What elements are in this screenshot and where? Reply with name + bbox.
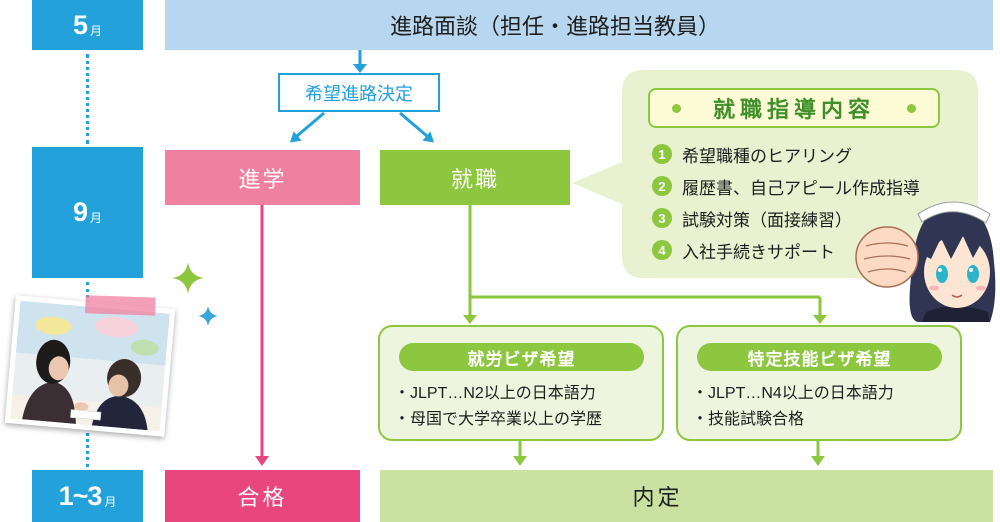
arrow-decision-to-study bbox=[296, 111, 325, 138]
guidance-item-text: 履歴書、自己アピール作成指導 bbox=[682, 178, 920, 198]
timeline-may: 5 月 bbox=[32, 0, 143, 50]
requirement-item: ・技能試験合格 bbox=[692, 411, 805, 428]
month-number: 5 bbox=[72, 9, 88, 40]
person-body bbox=[91, 395, 148, 431]
sparkle-blue-icon bbox=[198, 306, 218, 326]
career-decision-box: 希望進路決定 bbox=[278, 73, 440, 112]
title-dot-right bbox=[907, 104, 916, 113]
month-unit: 月 bbox=[104, 494, 117, 509]
number-badge: 1 bbox=[652, 144, 672, 164]
guidance-title-text: 就職指導内容 bbox=[712, 97, 875, 122]
arrowhead-skill-visa bbox=[813, 315, 827, 324]
eye-highlight bbox=[969, 268, 973, 272]
person-face bbox=[108, 374, 129, 397]
arrowhead-study bbox=[290, 131, 302, 143]
character-eye-right bbox=[967, 265, 979, 283]
sparkle-green-icon bbox=[172, 262, 204, 294]
arrowhead-employment bbox=[422, 131, 434, 143]
character-fist bbox=[855, 226, 919, 288]
number-badge: 3 bbox=[652, 208, 672, 228]
requirement-item: ・JLPT…N4以上の日本語力 bbox=[692, 385, 894, 402]
career-interview-bar: 進路面談（担任・進路担当教員） bbox=[165, 0, 993, 50]
month-unit: 月 bbox=[90, 23, 103, 38]
timeline-dotted-line bbox=[86, 54, 89, 144]
skill-visa-title: 特定技能ビザ希望 bbox=[697, 343, 942, 371]
requirement-item: ・JLPT…N2以上の日本語力 bbox=[394, 385, 596, 402]
paper bbox=[70, 409, 102, 421]
eye-highlight bbox=[938, 268, 942, 272]
arrowhead-offer-1 bbox=[513, 456, 527, 466]
skill-visa-card: 特定技能ビザ希望 ・JLPT…N4以上の日本語力 ・技能試験合格 bbox=[676, 325, 962, 441]
character-eye-left bbox=[936, 265, 948, 283]
poster-shape bbox=[130, 339, 159, 356]
arrowhead-offer-2 bbox=[811, 456, 825, 466]
arrow-decision-to-employment bbox=[399, 111, 428, 138]
employment-box: 就職 bbox=[380, 150, 570, 205]
person-body bbox=[22, 381, 76, 424]
character-headband bbox=[917, 201, 991, 224]
job-offer-box: 内定 bbox=[380, 470, 993, 522]
fist-finger-lines bbox=[863, 242, 911, 273]
arrowhead-pass bbox=[255, 456, 269, 466]
number-badge: 2 bbox=[652, 176, 672, 196]
work-visa-title: 就労ビザ希望 bbox=[399, 343, 644, 371]
poster-shape bbox=[35, 316, 72, 335]
photo-image bbox=[10, 300, 170, 432]
guidance-item-text: 試験対策（面接練習） bbox=[682, 210, 852, 230]
guidance-item-text: 入社手続きサポート bbox=[682, 242, 835, 262]
month-number: 1~3 bbox=[58, 480, 103, 511]
poster-shape bbox=[94, 317, 139, 338]
number-badge: 4 bbox=[652, 240, 672, 260]
person-face bbox=[48, 356, 69, 381]
character-collar bbox=[922, 306, 990, 322]
guidance-title: 就職指導内容 bbox=[648, 88, 940, 128]
work-visa-card: 就労ビザ希望 ・JLPT…N2以上の日本語力 ・母国で大学卒業以上の学歴 bbox=[378, 325, 664, 441]
character-blush bbox=[976, 285, 986, 291]
character-mouth bbox=[951, 294, 963, 298]
arrowhead-work-visa bbox=[463, 315, 477, 324]
timeline-september: 9 月 bbox=[32, 147, 143, 278]
month-number: 9 bbox=[72, 197, 88, 227]
timeline-jan-mar: 1~3 月 bbox=[32, 470, 143, 522]
pass-box: 合格 bbox=[165, 470, 360, 522]
title-dot-left bbox=[672, 104, 681, 113]
guidance-item: 2 履歴書、自己アピール作成指導 bbox=[652, 172, 920, 200]
guidance-item: 3 試験対策（面接練習） bbox=[652, 204, 852, 232]
guidance-item-text: 希望職種のヒアリング bbox=[682, 146, 852, 166]
further-study-box: 進学 bbox=[165, 150, 360, 205]
arrowhead-decision bbox=[353, 64, 367, 73]
pink-tape bbox=[85, 295, 156, 316]
character-hair-back bbox=[909, 204, 996, 322]
guidance-item: 4 入社手続きサポート bbox=[652, 236, 835, 264]
month-unit: 月 bbox=[90, 211, 103, 225]
guidance-item: 1 希望職種のヒアリング bbox=[652, 140, 852, 168]
person-hand bbox=[74, 402, 89, 411]
character-face bbox=[924, 236, 990, 308]
character-blush bbox=[929, 285, 939, 291]
requirement-item: ・母国で大学卒業以上の学歴 bbox=[394, 411, 603, 428]
classroom-photo bbox=[4, 295, 176, 437]
character-bangs bbox=[921, 213, 993, 259]
